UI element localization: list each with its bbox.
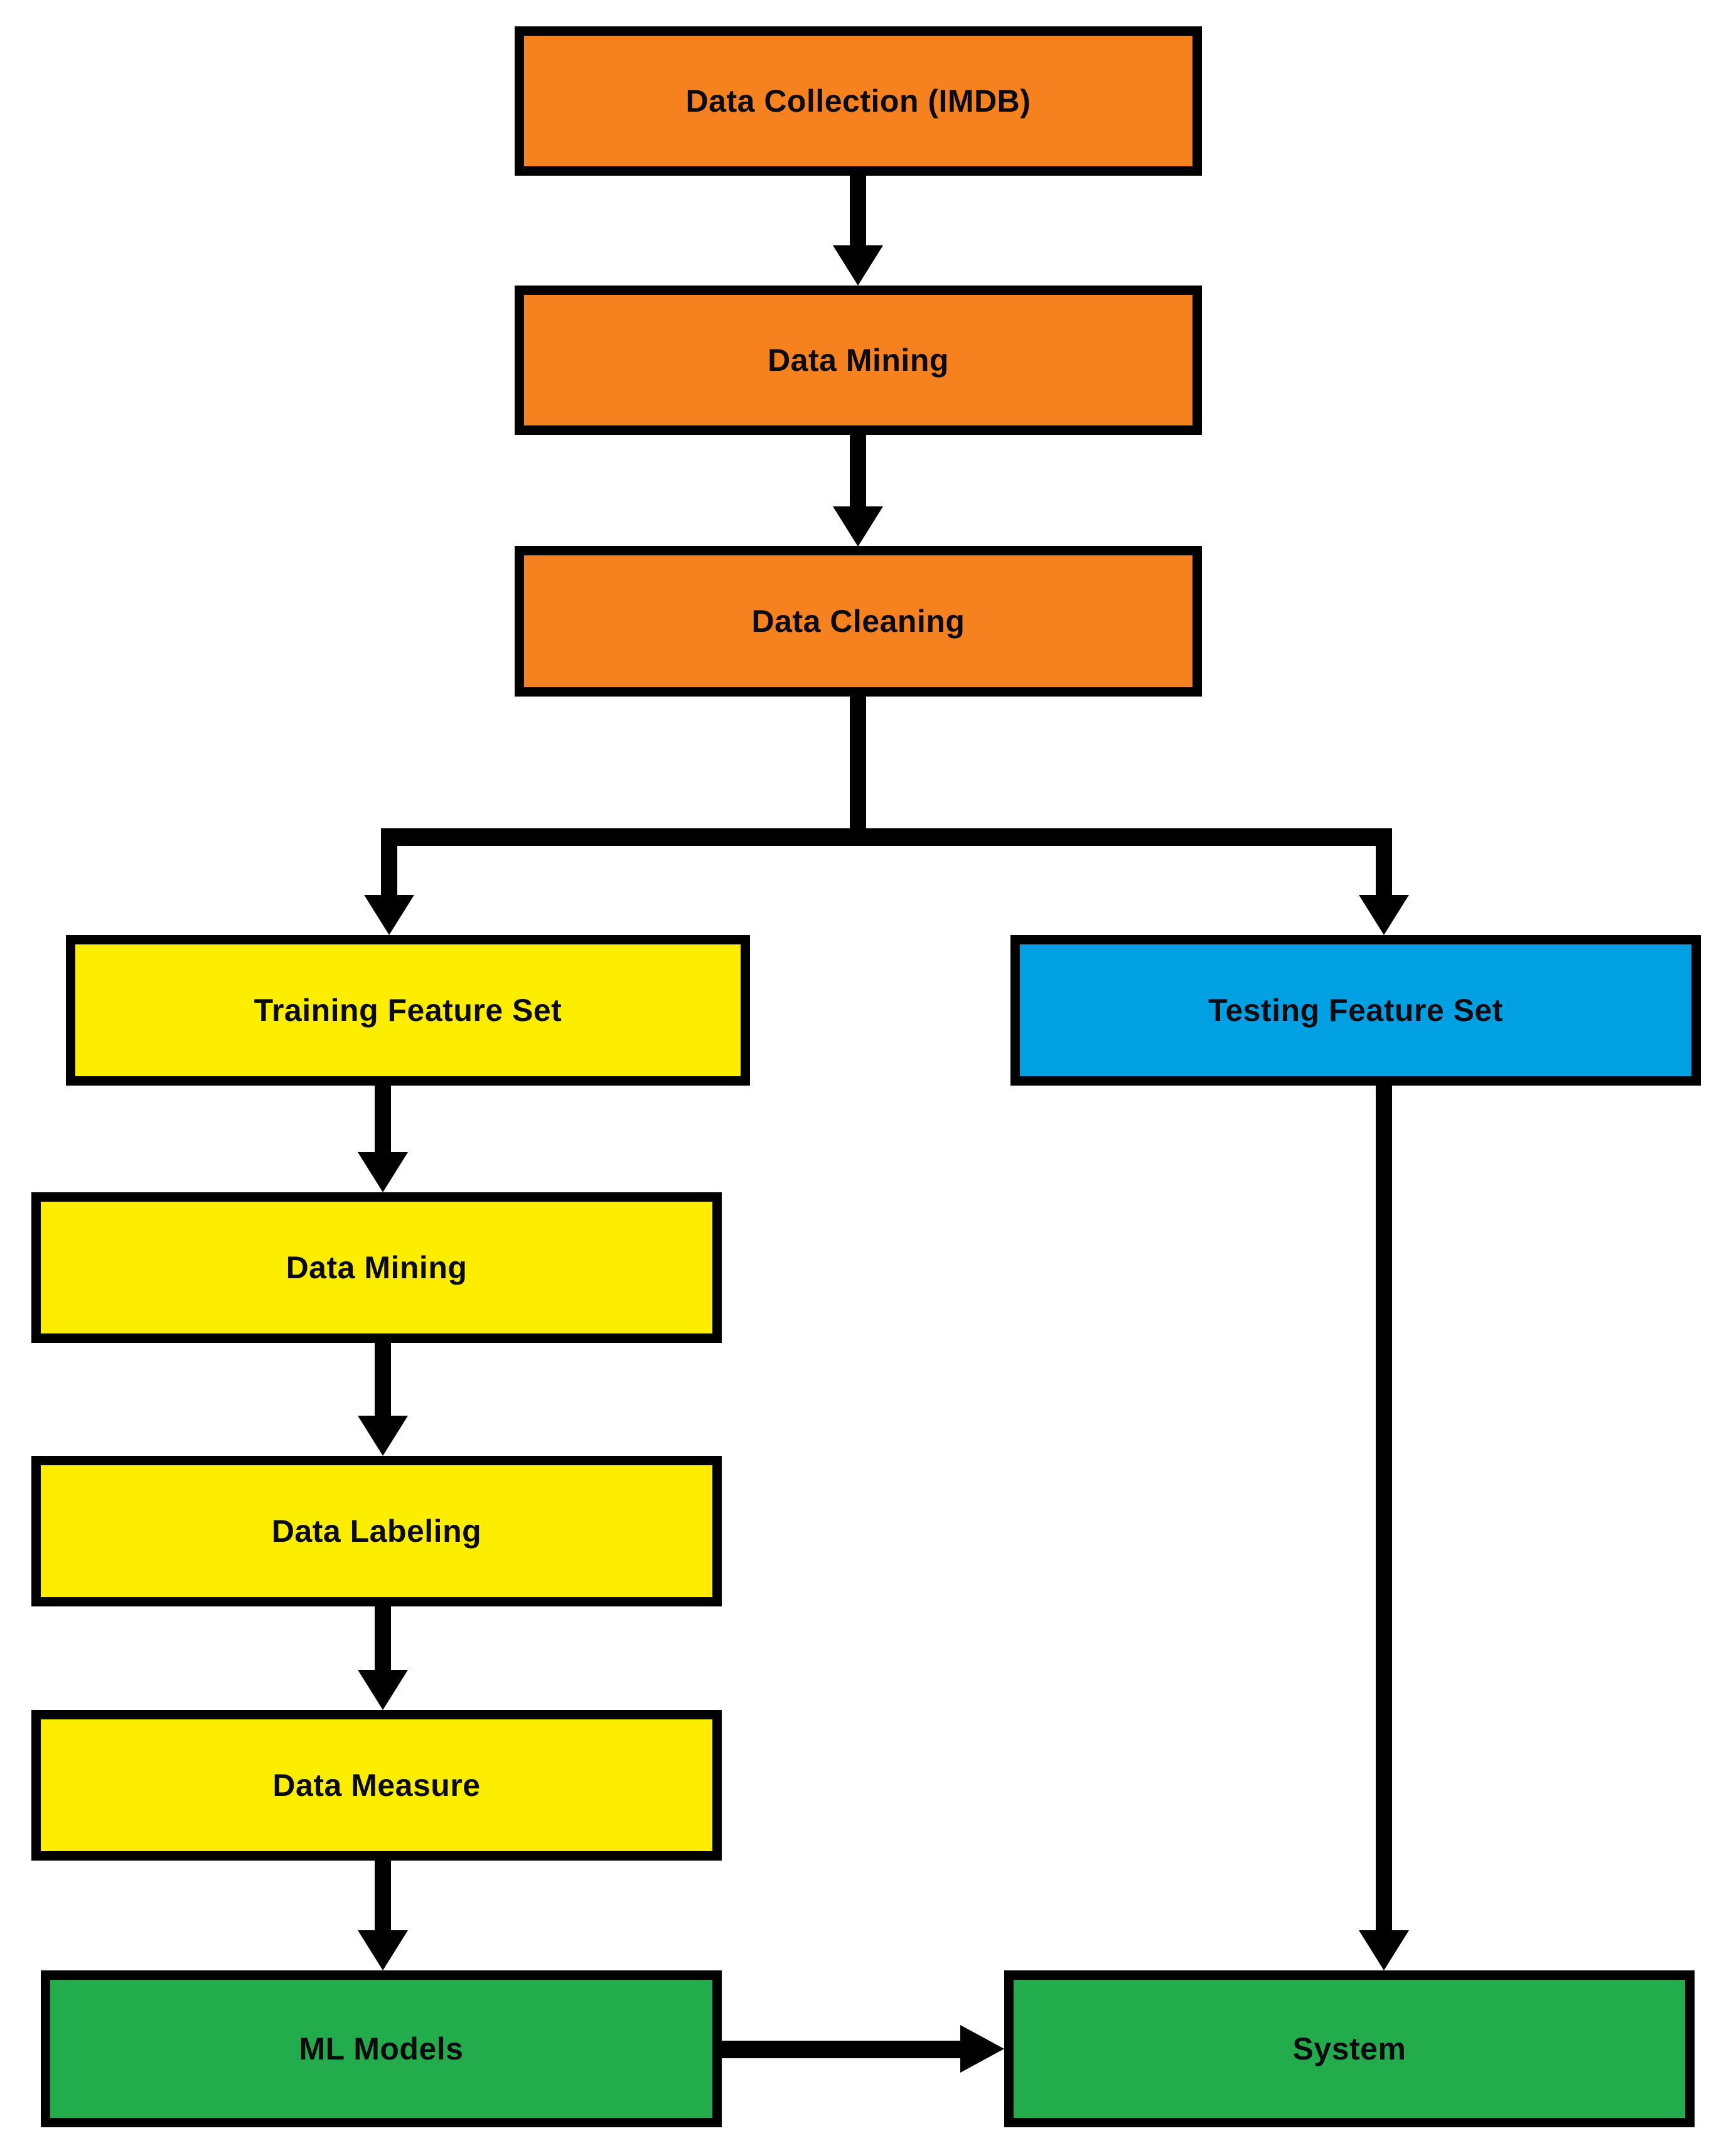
arrow-branch-to-testing-line <box>1376 845 1392 895</box>
arrow-branch-to-testing-head <box>1359 895 1409 935</box>
arrow-mlmodels-to-system-line <box>721 2041 962 2058</box>
arrow-collection-to-mining-line <box>850 174 866 246</box>
arrow-labeling-to-measure-head <box>358 1670 408 1710</box>
arrow-mining-to-labeling-line <box>375 1342 391 1416</box>
node-label: Data Mining <box>286 1250 468 1285</box>
arrow-branch-to-training-head <box>364 895 414 935</box>
node-ml-models: ML Models <box>41 1970 722 2127</box>
node-label: Training Feature Set <box>254 993 562 1028</box>
node-data-cleaning: Data Cleaning <box>515 546 1202 697</box>
node-label: Testing Feature Set <box>1208 993 1503 1028</box>
arrow-testing-to-system-head <box>1359 1930 1409 1970</box>
node-label: Data Collection (IMDB) <box>685 83 1031 119</box>
arrow-mining-to-cleaning-head <box>833 506 883 547</box>
branch-stem-line <box>850 695 866 830</box>
node-label: System <box>1292 2031 1406 2066</box>
node-data-labeling: Data Labeling <box>31 1456 722 1606</box>
node-data-mining-top: Data Mining <box>515 286 1202 435</box>
arrow-branch-to-training-line <box>381 845 397 895</box>
arrow-measure-to-mlmodels-line <box>375 1859 391 1931</box>
arrow-measure-to-mlmodels-head <box>358 1930 408 1970</box>
node-testing-feature-set: Testing Feature Set <box>1010 935 1701 1086</box>
node-data-collection: Data Collection (IMDB) <box>515 26 1202 176</box>
node-training-feature-set: Training Feature Set <box>66 935 750 1086</box>
arrow-training-to-mining-line <box>375 1084 391 1153</box>
node-label: Data Measure <box>272 1768 481 1803</box>
arrow-mining-to-cleaning-line <box>850 434 866 507</box>
arrow-labeling-to-measure-line <box>375 1605 391 1670</box>
arrow-mining-to-labeling-head <box>358 1416 408 1456</box>
node-label: Data Mining <box>768 343 949 378</box>
node-data-measure: Data Measure <box>31 1710 722 1861</box>
node-label: Data Cleaning <box>751 604 965 639</box>
node-data-mining-left: Data Mining <box>31 1192 722 1343</box>
node-label: Data Labeling <box>271 1514 482 1549</box>
node-system: System <box>1004 1970 1695 2127</box>
arrow-testing-to-system-line <box>1376 1084 1392 1931</box>
arrow-training-to-mining-head <box>358 1152 408 1192</box>
node-label: ML Models <box>299 2031 464 2066</box>
arrow-mlmodels-to-system-head <box>960 2025 1004 2073</box>
branch-horizontal-line <box>381 828 1392 846</box>
arrow-collection-to-mining-head <box>833 245 883 286</box>
